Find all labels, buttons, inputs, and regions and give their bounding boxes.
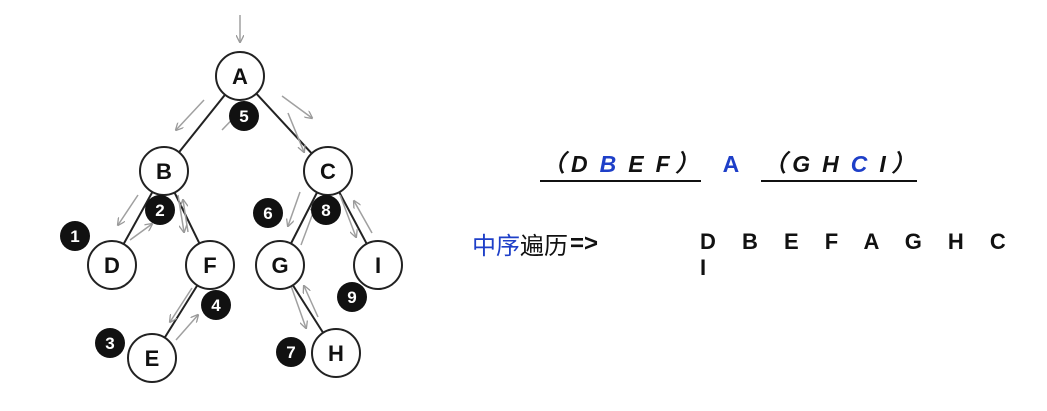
badge-number: 4 bbox=[211, 296, 221, 315]
edge-g-h bbox=[292, 284, 324, 334]
traversal-word: 遍历 bbox=[520, 233, 568, 260]
node-g: G bbox=[255, 240, 305, 290]
right-item-h: H bbox=[822, 151, 839, 177]
traversal-arrow bbox=[176, 99, 205, 130]
visit-order-badge: 4 bbox=[201, 290, 231, 320]
traversal-sequence: D B E F A G H C I bbox=[700, 229, 1016, 280]
node-h: H bbox=[311, 328, 361, 378]
node-d: D bbox=[87, 240, 137, 290]
left-item-b: B bbox=[599, 151, 617, 177]
right-item-g: G bbox=[792, 151, 811, 177]
node-label: C bbox=[320, 159, 336, 184]
edge-b-d bbox=[122, 191, 154, 245]
edge-a-b bbox=[178, 94, 226, 153]
traversal-arrow bbox=[304, 286, 319, 318]
traversal-arrow bbox=[170, 287, 193, 322]
inorder-formula: （ D B E F ） A （ G H C I ） bbox=[540, 146, 917, 182]
badge-number: 5 bbox=[239, 107, 248, 126]
visit-order-badge: 8 bbox=[311, 195, 341, 225]
edge-c-g bbox=[290, 191, 318, 245]
badge-number: 2 bbox=[155, 201, 164, 220]
edge-f-e bbox=[163, 284, 199, 339]
traversal-arrow bbox=[354, 201, 373, 234]
visit-order-badge: 7 bbox=[276, 337, 306, 367]
node-label: I bbox=[375, 253, 381, 278]
node-i: I bbox=[353, 240, 403, 290]
right-item-c: C bbox=[850, 151, 868, 177]
badge-number: 3 bbox=[105, 334, 114, 353]
node-label: G bbox=[271, 253, 288, 278]
visit-order-badge: 5 bbox=[229, 101, 259, 131]
node-label: F bbox=[203, 253, 216, 278]
left-open-paren: （ bbox=[542, 150, 565, 176]
badge-number: 6 bbox=[263, 204, 272, 223]
visit-order-badge: 3 bbox=[95, 328, 125, 358]
node-label: A bbox=[232, 64, 248, 89]
traversal-arrow bbox=[281, 95, 312, 118]
traversal-type: 中序 bbox=[472, 233, 520, 260]
edge-c-i bbox=[338, 191, 368, 245]
visit-order-badge: 2 bbox=[145, 195, 175, 225]
badge-number: 7 bbox=[286, 343, 295, 362]
node-label: B bbox=[156, 159, 172, 184]
traversal-arrow bbox=[177, 194, 184, 232]
node-label: E bbox=[145, 346, 160, 371]
badge-number: 1 bbox=[70, 227, 79, 246]
traversal-arrow bbox=[339, 194, 356, 237]
node-a: A bbox=[215, 51, 265, 101]
visit-order-badge: 9 bbox=[337, 282, 367, 312]
right-item-i: I bbox=[879, 151, 886, 177]
formula-root: A bbox=[722, 151, 740, 177]
traversal-arrow bbox=[118, 194, 139, 225]
left-item-f: F bbox=[655, 151, 670, 177]
traversal-arrow bbox=[175, 315, 198, 341]
right-subtree-group: （ G H C I ） bbox=[761, 144, 917, 182]
right-close-paren: ） bbox=[891, 150, 915, 176]
traversal-arrow bbox=[287, 112, 304, 152]
left-subtree-group: （ D B E F ） bbox=[540, 144, 701, 182]
badge-number: 8 bbox=[321, 201, 330, 220]
right-open-paren: （ bbox=[763, 150, 787, 176]
node-e: E bbox=[127, 333, 177, 383]
left-item-e: E bbox=[628, 151, 644, 177]
node-label: H bbox=[328, 341, 344, 366]
node-label: D bbox=[104, 253, 120, 278]
node-f: F bbox=[185, 240, 235, 290]
badge-number: 9 bbox=[347, 288, 356, 307]
traversal-arrow bbox=[289, 282, 306, 328]
edge-a-c bbox=[255, 92, 313, 155]
node-c: C bbox=[303, 146, 353, 196]
traversal-arrow bbox=[129, 224, 152, 241]
traversal-arrow: => bbox=[570, 229, 599, 257]
traversal-arrow bbox=[288, 191, 301, 226]
left-item-d: D bbox=[571, 151, 588, 177]
node-b: B bbox=[139, 146, 189, 196]
traversal-label: 中序 遍历 => bbox=[472, 226, 598, 261]
traversal-arrow bbox=[183, 200, 189, 233]
visit-order-badge: 6 bbox=[253, 198, 283, 228]
visit-order-badge: 1 bbox=[60, 221, 90, 251]
left-close-paren: ） bbox=[675, 150, 699, 176]
